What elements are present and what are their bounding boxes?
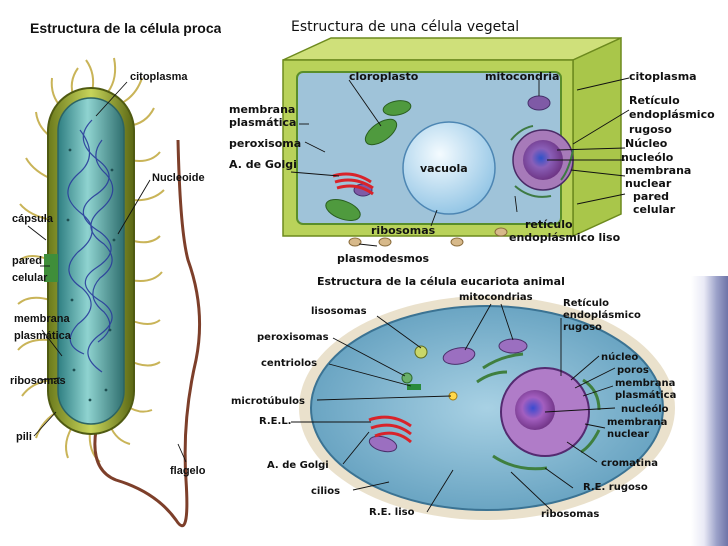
label-plant-mitochondria: mitocondria xyxy=(485,70,559,83)
flagellum-shape xyxy=(93,139,202,528)
label-plant-wall-1b: pared xyxy=(633,190,669,203)
label-membrane-1: membrana xyxy=(14,313,71,325)
label-vacuole: vacuola xyxy=(420,162,468,175)
label-cilia: cilios xyxy=(311,486,340,497)
slide-frame-edge xyxy=(691,276,728,546)
label-plant-nucleolus: nucleólo xyxy=(621,151,674,164)
label-rer: R.E. rugoso xyxy=(583,482,648,493)
label-animal-membrane-2: plasmática xyxy=(615,389,676,401)
animal-cell-diagram: Estructura de la célula eucariota animal xyxy=(231,275,676,520)
animal-title: Estructura de la célula eucariota animal xyxy=(317,275,565,288)
label-plant-nuc-mem-1: membrana xyxy=(625,164,691,177)
label-rel: R.E.L. xyxy=(259,416,292,427)
label-animal-membrane-1: membrana xyxy=(615,378,675,389)
prokaryote-leaders xyxy=(27,81,187,463)
animal-cytoplasm xyxy=(310,305,664,511)
label-animal-nucleolus: nucleólo xyxy=(621,403,669,415)
label-plant-nuc-mem-2: nuclear xyxy=(625,177,672,190)
label-animal-mitochondria: mitocondrias xyxy=(459,292,533,303)
plant-cell-panel: Estructura de una célula vegetal xyxy=(221,0,728,272)
label-membrane-2: plasmática xyxy=(14,330,72,342)
plant-er xyxy=(510,125,574,198)
label-animal-rer-1: Retículo xyxy=(563,297,609,309)
label-microtubules: microtúbulos xyxy=(231,395,305,407)
animal-rer xyxy=(476,352,601,471)
label-lysosomes: lisosomas xyxy=(311,306,367,317)
label-smooth-er: R.E. liso xyxy=(369,507,415,518)
prokaryote-panel: Estructura de la célula procariota xyxy=(0,0,221,546)
label-cytoplasm: citoplasma xyxy=(130,71,188,83)
label-peroxisomes: peroxisomas xyxy=(257,332,329,343)
label-plant-ser-2: endoplásmico liso xyxy=(509,231,621,244)
animal-vesicles xyxy=(401,345,458,401)
label-animal-rer-3: rugoso xyxy=(563,322,602,333)
animal-mitochondria xyxy=(368,338,528,453)
capsule-cutaway xyxy=(44,254,58,282)
label-plant-rer-1: Retículo xyxy=(629,94,680,107)
label-plant-membrane-1: membrana xyxy=(229,103,295,116)
label-flagellum: flagelo xyxy=(170,465,206,477)
label-plant-ser-1: retículo xyxy=(525,218,573,231)
label-plant-rer-3: rugoso xyxy=(629,123,672,136)
wall-top xyxy=(282,37,622,61)
label-plant-cytoplasm: citoplasma xyxy=(629,70,697,83)
nucleoid-dna xyxy=(67,119,114,373)
ribosome-dots xyxy=(66,148,116,402)
label-plant-wall-2: celular xyxy=(633,203,676,216)
label-animal-golgi: A. de Golgi xyxy=(267,460,329,471)
label-ribosomes: ribosomas xyxy=(10,375,66,387)
prokaryote-title: Estructura de la célula procariota xyxy=(30,20,221,36)
plant-golgi xyxy=(332,172,374,196)
label-animal-nucleus: núcleo xyxy=(601,351,638,363)
plant-cell-diagram: Estructura de una célula vegetal xyxy=(229,19,715,265)
wall-side xyxy=(572,36,622,238)
label-animal-ribosomes: ribosomas xyxy=(541,509,599,520)
label-plasmodesmata: plasmodesmos xyxy=(337,252,430,265)
label-animal-rer-2: endoplásmico xyxy=(563,309,641,321)
vacuole-shape xyxy=(402,121,496,215)
label-animal-nuc-mem-2: nuclear xyxy=(607,429,649,440)
label-peroxisome: peroxisoma xyxy=(229,137,301,150)
label-chromatin: cromatina xyxy=(601,458,658,469)
label-pili: pili xyxy=(16,431,32,443)
animal-cell-panel: Estructura de la célula eucariota animal xyxy=(221,272,691,546)
label-wall-2: celular xyxy=(12,272,48,284)
plant-title: Estructura de una célula vegetal xyxy=(291,19,519,35)
plant-nucleolus-shape xyxy=(523,140,563,180)
label-nucleoid: Nucleoide xyxy=(152,172,205,184)
chloroplasts xyxy=(325,100,412,221)
label-plant-membrane-2: plasmática xyxy=(229,116,296,129)
label-plant-golgi: A. de Golgi xyxy=(229,158,297,171)
label-plant-nucleus: Núcleo xyxy=(625,137,668,150)
plant-leaders xyxy=(290,77,630,247)
label-plant-ribosomes: ribosomas xyxy=(371,224,436,237)
animal-golgi xyxy=(368,415,412,444)
cytoplasm-shape xyxy=(57,97,125,425)
label-chloroplast: cloroplasto xyxy=(349,70,419,83)
animal-nucleolus-shape xyxy=(515,390,555,430)
plasmodesmata xyxy=(348,227,508,247)
label-wall-1: pared xyxy=(12,255,42,267)
label-plant-rer-2: endoplásmico xyxy=(629,108,715,121)
label-pores: poros xyxy=(617,365,649,376)
label-centrioles: centriolos xyxy=(261,358,317,369)
prokaryote-diagram: Estructura de la célula procariota xyxy=(10,20,221,528)
label-animal-nuc-mem-1: membrana xyxy=(607,417,667,428)
label-capsule: cápsula xyxy=(12,213,54,225)
animal-leaders xyxy=(291,303,616,513)
